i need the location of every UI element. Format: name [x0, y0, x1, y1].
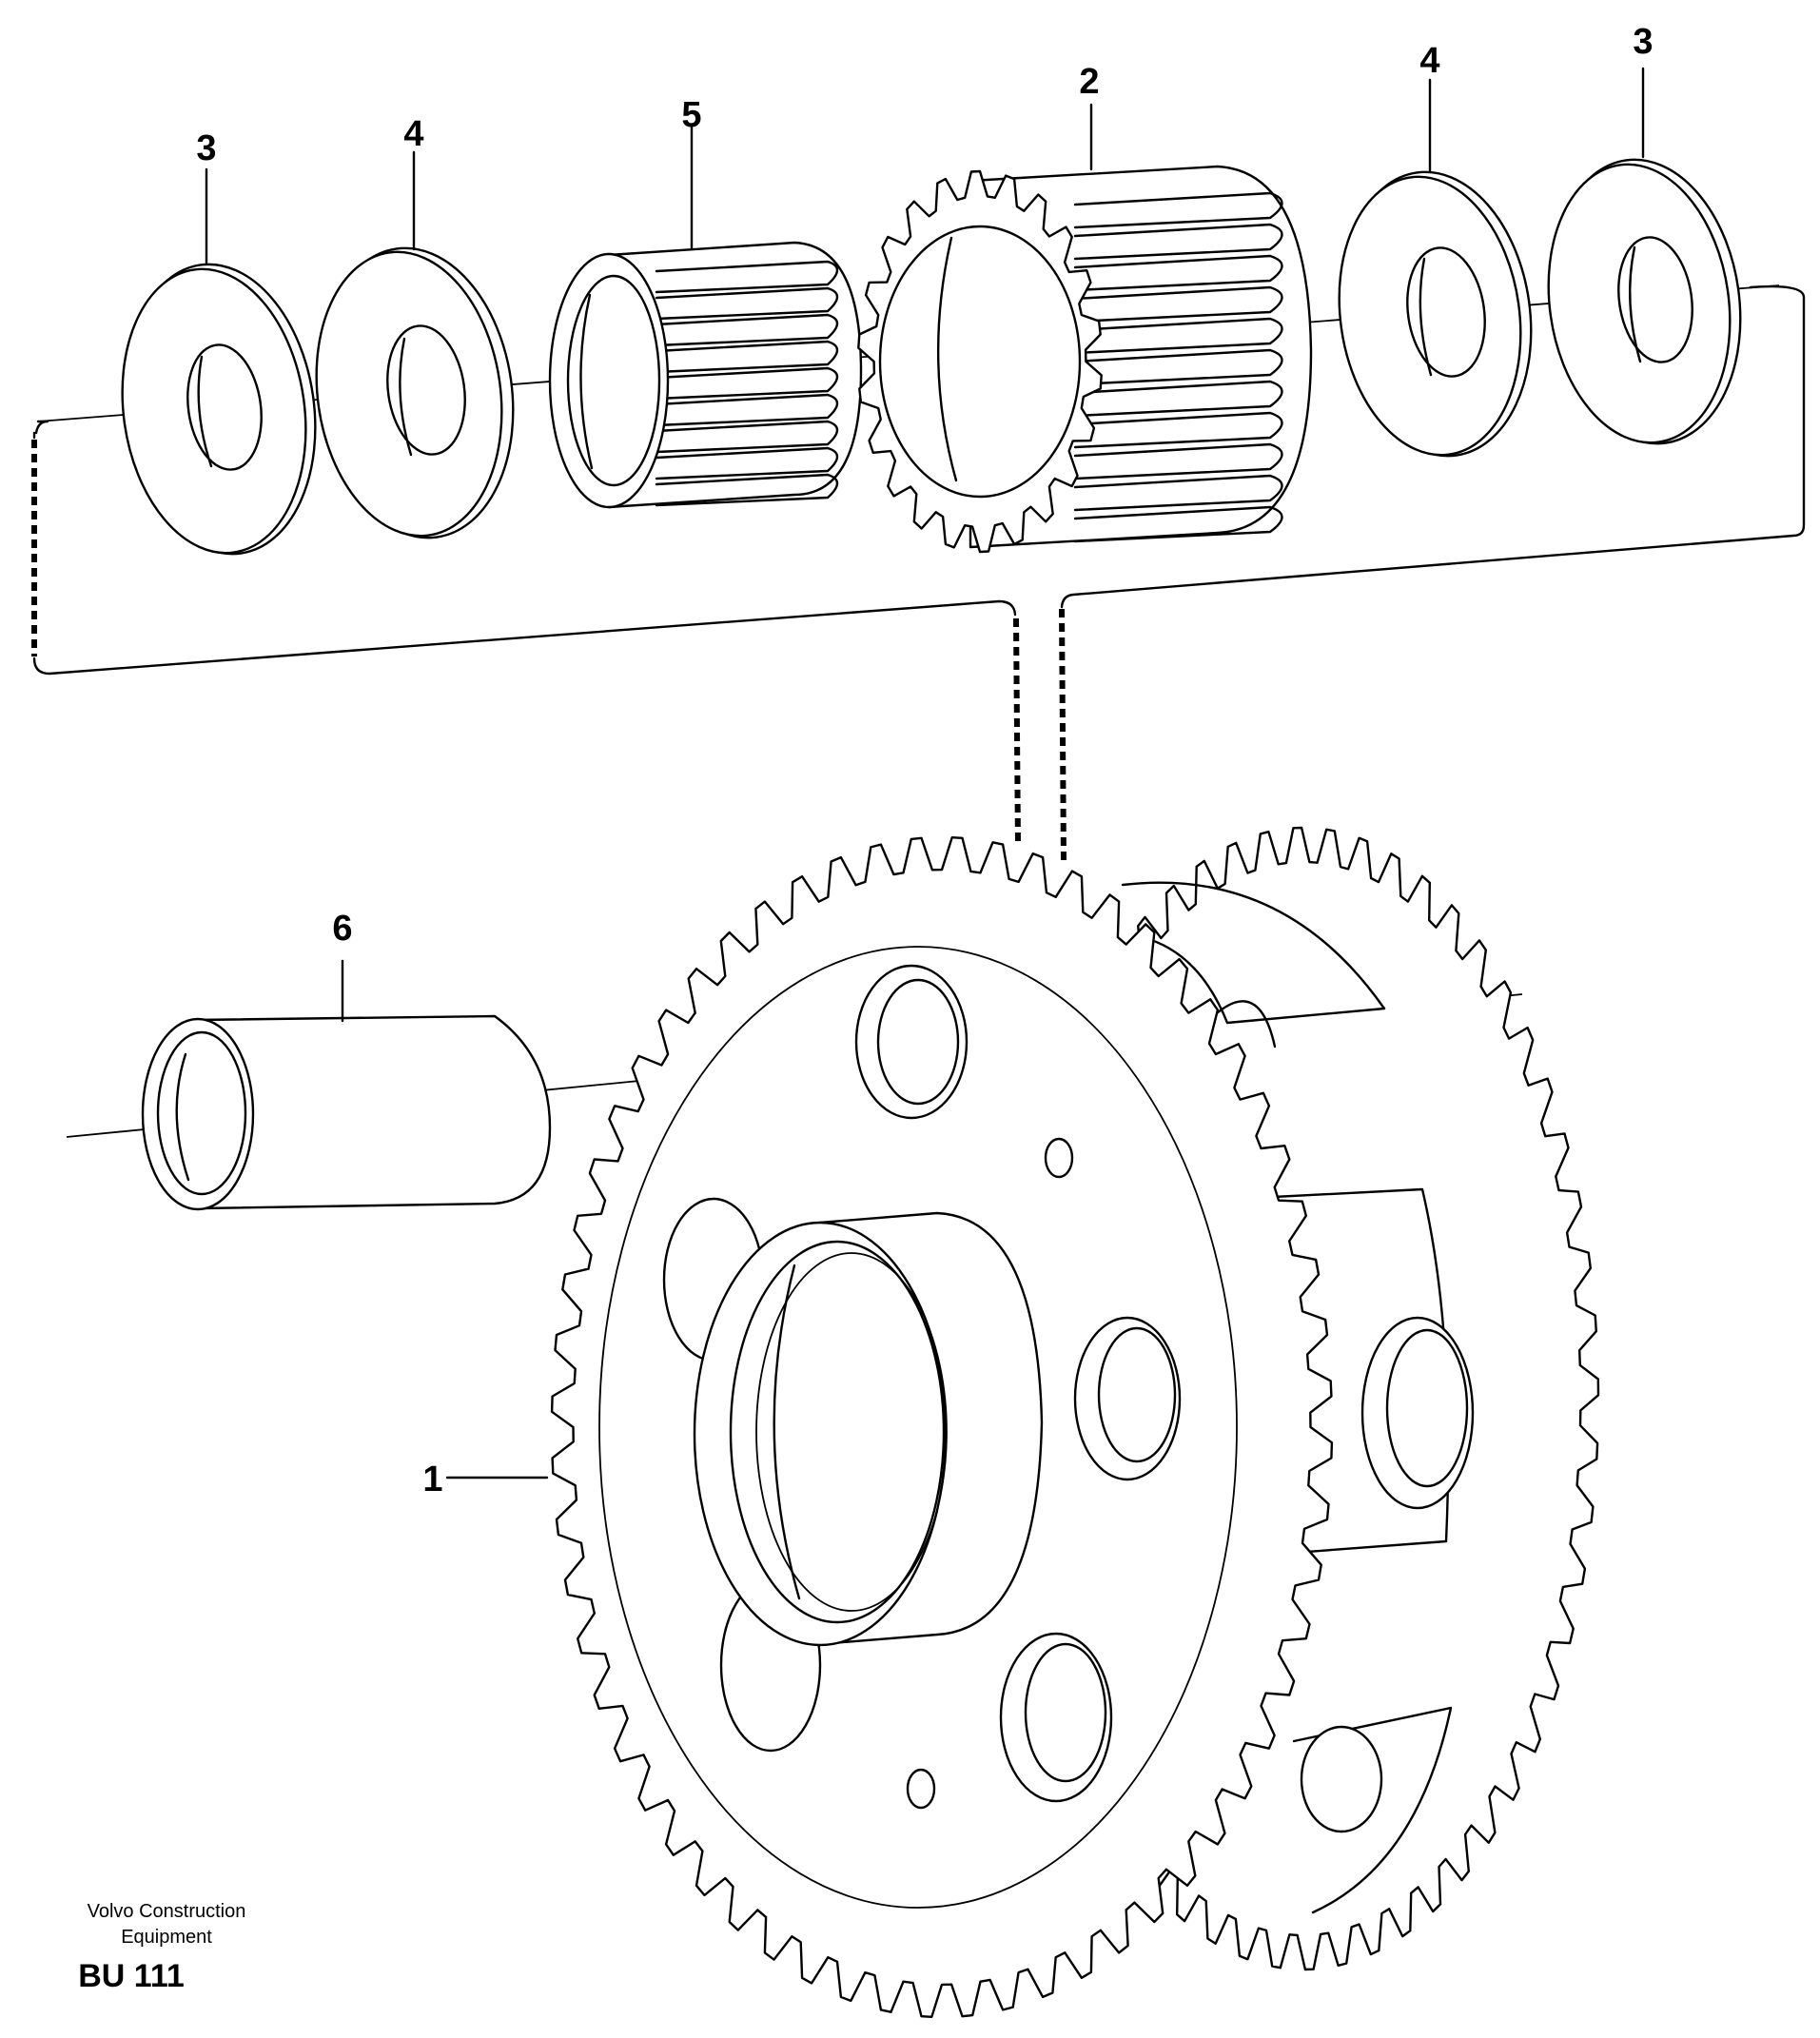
gear-spline — [1073, 380, 1283, 418]
bearing-roller — [655, 313, 839, 347]
bearing-roller — [655, 340, 839, 374]
footer: Volvo Construction Equipment BU 111 — [78, 1901, 245, 1994]
gear-spline — [1073, 505, 1283, 543]
bearing-roller — [655, 366, 839, 401]
gear-spline — [1073, 348, 1283, 386]
label-3-left: 3 — [196, 128, 216, 168]
gear-spline — [1073, 317, 1283, 355]
thrust-washer-3-left — [121, 263, 317, 556]
bearing-roller — [655, 420, 839, 454]
callout-labels: 2 3 3 4 4 5 6 1 — [196, 22, 1653, 1499]
bearing-roller — [655, 473, 839, 507]
label-4-left: 4 — [403, 114, 423, 154]
planet-gear-2 — [857, 165, 1313, 554]
bearing-roller — [655, 446, 839, 480]
gear-spline — [1073, 285, 1283, 323]
bearing-roller — [655, 393, 839, 427]
washer-4-right — [1338, 170, 1533, 458]
gear-spline — [1073, 254, 1283, 292]
thrust-washer-3-right — [1547, 158, 1742, 445]
needle-bearing-5 — [548, 241, 863, 509]
label-3-right: 3 — [1633, 22, 1653, 62]
label-4-right: 4 — [1419, 41, 1439, 81]
label-2: 2 — [1079, 62, 1099, 102]
figure-code: BU 111 — [78, 1958, 185, 1994]
company-name-line1: Volvo Construction — [88, 1901, 246, 1922]
washer-4-left — [315, 246, 515, 539]
label-1: 1 — [422, 1460, 442, 1499]
bearing-roller — [655, 286, 839, 321]
assembly-bracket — [31, 284, 1806, 862]
bearing-roller — [655, 260, 839, 294]
gear-spline — [1073, 191, 1283, 229]
planet-shaft-6 — [141, 1014, 552, 1211]
label-6: 6 — [332, 909, 352, 949]
label-5: 5 — [681, 95, 701, 135]
leader-lines — [205, 67, 1645, 1480]
gear-spline — [1073, 223, 1283, 261]
company-name-line2: Equipment — [121, 1927, 212, 1948]
gear-spline — [1073, 474, 1283, 512]
gear-spline — [1073, 411, 1283, 449]
planet-carrier-1 — [550, 836, 1334, 2018]
gear-spline — [1073, 442, 1283, 480]
